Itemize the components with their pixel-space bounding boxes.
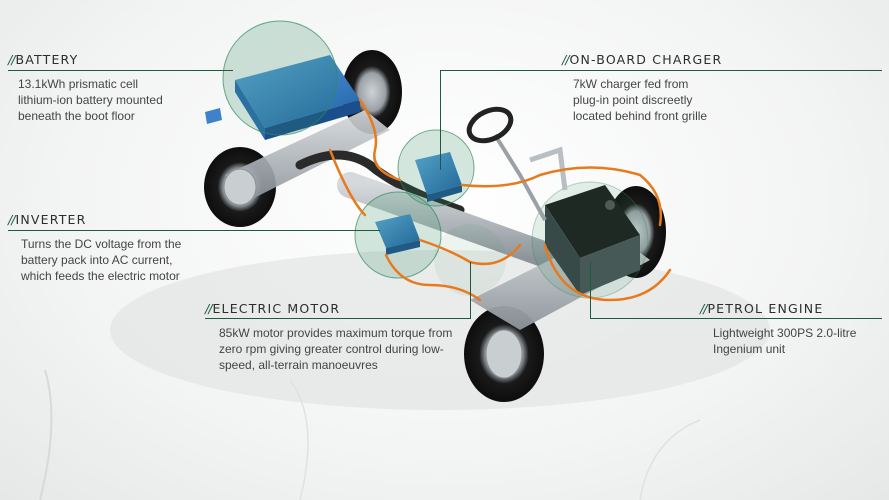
callout-description: 13.1kWh prismatic cell lithium-ion batte… xyxy=(18,77,163,123)
callout-charger: //ON-BOARD CHARGER 7kW charger fed from … xyxy=(562,52,722,124)
motor-connector xyxy=(205,318,470,319)
callout-inverter: //INVERTER Turns the DC voltage from the… xyxy=(8,212,181,284)
inverter-highlight xyxy=(354,191,442,279)
inverter-connector xyxy=(8,230,380,231)
steering-assembly xyxy=(466,106,568,221)
charger-highlight xyxy=(397,129,475,207)
charger-connector-drop xyxy=(440,70,441,170)
callout-description: 7kW charger fed from plug-in point discr… xyxy=(573,77,708,123)
battery-pack xyxy=(205,55,360,140)
inverter-unit xyxy=(375,214,420,255)
callout-electric-motor: //ELECTRIC MOTOR 85kW motor provides max… xyxy=(205,301,452,373)
callout-title: //INVERTER xyxy=(8,212,87,227)
callout-title: //ON-BOARD CHARGER xyxy=(562,52,723,67)
callout-petrol-engine: //PETROL ENGINE Lightweight 300PS 2.0-li… xyxy=(700,301,856,357)
motor-highlight xyxy=(434,224,506,296)
engine-connector xyxy=(590,318,882,319)
rear-right-wheel xyxy=(342,50,402,134)
callout-description: Lightweight 300PS 2.0-litre Ingenium uni… xyxy=(713,326,857,356)
petrol-engine xyxy=(545,185,640,295)
battery-connector xyxy=(8,70,233,71)
charger-connector xyxy=(440,70,882,71)
motor-connector-rise xyxy=(470,262,471,319)
charger-unit xyxy=(415,152,462,202)
callout-title: //PETROL ENGINE xyxy=(700,301,824,316)
callout-description: Turns the DC voltage from the battery pa… xyxy=(21,237,182,283)
callout-title: //ELECTRIC MOTOR xyxy=(205,301,341,316)
callout-description: 85kW motor provides maximum torque from … xyxy=(219,326,453,372)
engine-connector-rise xyxy=(590,262,591,319)
callout-battery: //BATTERY 13.1kWh prismatic cell lithium… xyxy=(8,52,163,124)
callout-title: //BATTERY xyxy=(8,52,79,67)
battery-highlight xyxy=(222,20,338,136)
